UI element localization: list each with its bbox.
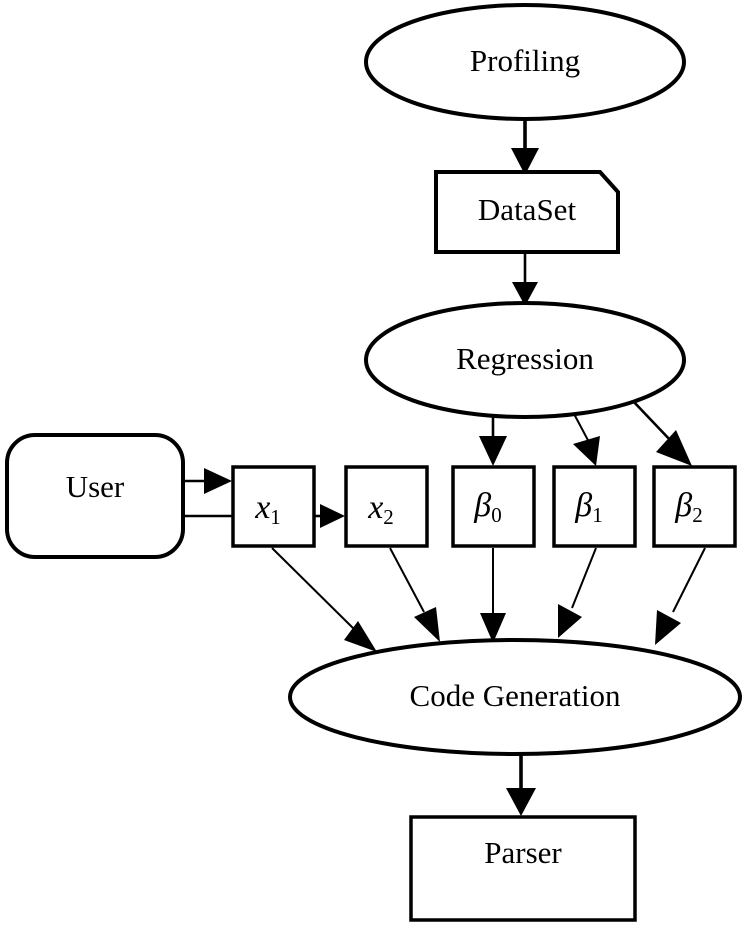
node-beta0-subscript: 0	[491, 503, 502, 527]
node-dataset-label: DataSet	[478, 192, 577, 227]
node-regression[interactable]: Regression	[364, 301, 686, 419]
node-regression-label: Regression	[456, 341, 594, 376]
node-beta0[interactable]: β0	[451, 465, 536, 548]
edge-x1-to-x2	[315, 504, 345, 528]
edge-profiling-to-dataset	[511, 118, 539, 175]
edge-regression-to-beta1	[572, 411, 600, 466]
node-user[interactable]: User	[5, 433, 185, 559]
node-x1-base: x	[254, 489, 270, 526]
node-user-label: User	[66, 469, 125, 504]
node-beta2[interactable]: β2	[652, 465, 737, 548]
node-beta2-label: β2	[674, 487, 702, 527]
node-beta1[interactable]: β1	[552, 465, 637, 548]
edge-dataset-to-regression	[512, 252, 538, 306]
node-x2-base: x	[367, 489, 383, 526]
node-code-generation-label: Code Generation	[410, 678, 621, 713]
node-beta1-base: β	[574, 487, 592, 524]
node-code-generation[interactable]: Code Generation	[288, 638, 742, 756]
edge-regression-to-beta0	[479, 412, 507, 466]
edge-beta0-to-code-generation	[480, 548, 506, 643]
node-beta1-subscript: 1	[592, 503, 603, 527]
edge-beta1-to-code-generation	[558, 547, 597, 638]
edge-x2-to-code-generation	[389, 547, 440, 642]
node-beta1-label: β1	[574, 487, 602, 527]
node-beta0-base: β	[473, 487, 491, 524]
edge-user-to-x1-arrow	[183, 468, 232, 494]
node-x2[interactable]: x2	[344, 465, 429, 548]
edge-code-generation-to-parser	[506, 752, 536, 816]
node-parser[interactable]: Parser	[409, 815, 637, 922]
node-beta2-subscript: 2	[692, 503, 703, 527]
node-beta0-label: β0	[473, 487, 501, 527]
node-x1[interactable]: x1	[231, 465, 316, 548]
node-x2-label: x2	[367, 489, 394, 529]
node-x1-label: x1	[254, 489, 281, 529]
edge-beta2-to-code-generation	[655, 547, 706, 645]
node-dataset[interactable]: DataSet	[434, 170, 620, 254]
node-profiling[interactable]: Profiling	[364, 3, 686, 121]
node-beta2-base: β	[674, 487, 692, 524]
node-parser-label: Parser	[484, 835, 562, 870]
edge-regression-to-beta2	[631, 399, 692, 466]
node-profiling-label: Profiling	[470, 43, 580, 78]
node-x2-subscript: 2	[383, 505, 394, 529]
node-x1-subscript: 1	[270, 505, 281, 529]
edge-x1-to-code-generation	[271, 547, 377, 652]
